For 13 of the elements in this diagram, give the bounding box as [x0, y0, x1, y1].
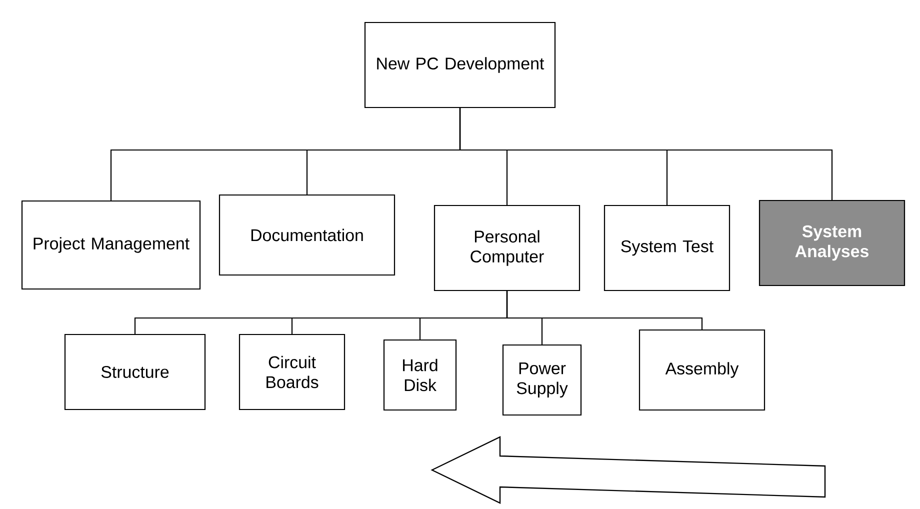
- wbs-box: New PC Development: [364, 22, 556, 108]
- wbs-box: System Analyses: [758, 200, 906, 286]
- wbs-box: Personal Computer: [434, 204, 580, 292]
- wbs-box: Structure: [64, 334, 206, 410]
- wbs-box: Documentation: [218, 194, 396, 276]
- wbs-box: Assembly: [638, 329, 766, 411]
- wbs-box: System Test: [604, 204, 730, 292]
- wbs-box: Hard Disk: [383, 339, 457, 411]
- wbs-box: Project Management: [21, 200, 201, 290]
- wbs-box: Power Supply: [502, 344, 582, 416]
- connector-line: [459, 108, 833, 200]
- wbs-box: Circuit Boards: [238, 334, 346, 410]
- connector-line: [506, 291, 703, 330]
